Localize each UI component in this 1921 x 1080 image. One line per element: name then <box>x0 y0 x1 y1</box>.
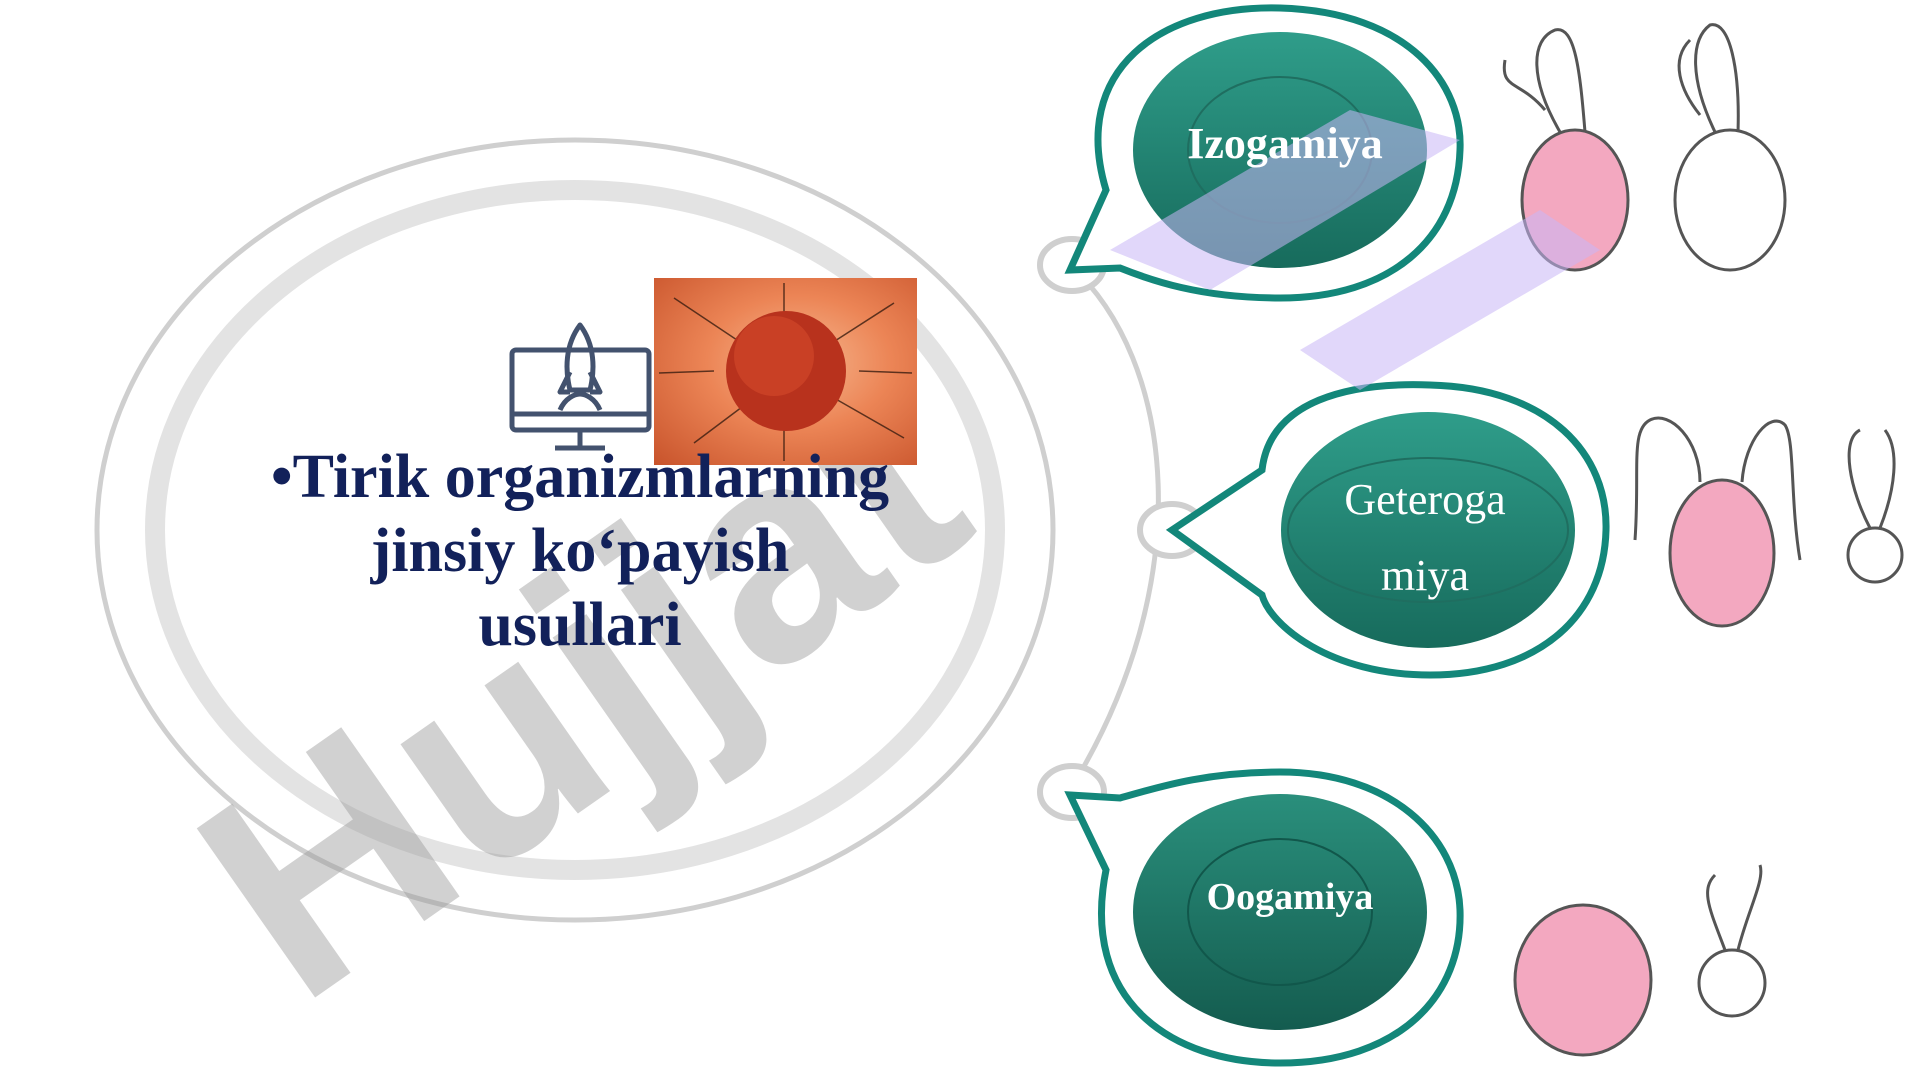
node-label-oogamiya: Oogamiya <box>1206 876 1374 918</box>
node-oogamiya <box>1064 768 1464 1067</box>
watermark-logo-shape <box>1110 110 1600 390</box>
title-line-1: •Tirik organizmlarning <box>270 443 890 511</box>
connector-arc <box>1067 263 1161 792</box>
rocket-monitor-icon <box>509 322 652 451</box>
node-label-geterogamiya-line1: Geteroga <box>1344 475 1506 524</box>
title-line-3: usullari <box>478 591 682 659</box>
node-label-geterogamiya-line2: miya <box>1381 551 1469 600</box>
heterogamy-gametes-drawing <box>1633 416 1904 628</box>
oogamy-gametes-drawing <box>1513 864 1767 1057</box>
node-label-geterogamiya: Geteroga miya <box>1290 462 1560 614</box>
title-line-2: jinsiy ko‘payish <box>370 517 790 585</box>
page-title: •Tirik organizmlarning jinsiy ko‘payish … <box>215 440 945 662</box>
node-geterogamiya <box>1165 381 1610 679</box>
egg-cell-photo <box>654 278 917 465</box>
central-ring <box>94 137 1056 923</box>
node-label-izogamiya: Izogamiya <box>1187 119 1383 168</box>
